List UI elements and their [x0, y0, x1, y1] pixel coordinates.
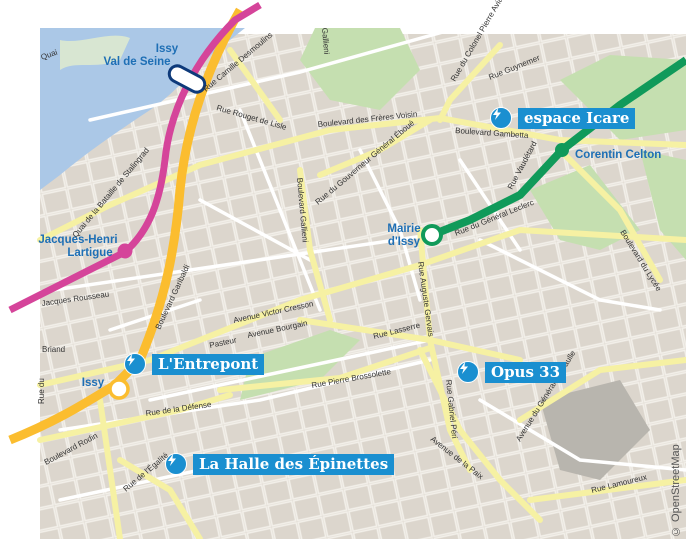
- venue-opus-33[interactable]: Opus 33: [457, 361, 567, 383]
- street-label: Rue du: [37, 378, 46, 404]
- metro-line-green: [430, 56, 686, 239]
- station-label-2: Issy: [82, 377, 105, 389]
- major-roads: [37, 42, 686, 539]
- station-marker-issy[interactable]: [108, 378, 130, 400]
- cemetery: [540, 380, 650, 480]
- park-east: [530, 165, 640, 250]
- venue-label: La Halle des Épinettes: [193, 453, 395, 475]
- station-marker-corentin-celton[interactable]: [555, 143, 569, 157]
- street-label: Gallieni: [320, 27, 331, 55]
- lightning-bolt-icon: [457, 361, 479, 383]
- street-label: Briand: [42, 345, 65, 354]
- venue-la-halle-des-epinettes[interactable]: La Halle des Épinettes: [165, 453, 395, 475]
- lightning-bolt-icon: [165, 453, 187, 475]
- tram-line-yellow: [8, 7, 244, 445]
- station-marker-issy-val-de-seine[interactable]: [166, 63, 207, 95]
- venue-label: espace Icare: [518, 107, 636, 129]
- venue-espace-icare[interactable]: espace Icare: [490, 107, 636, 129]
- copyright-notice: © OpenStreetMap: [670, 444, 682, 537]
- station-marker-mairie-issy[interactable]: [421, 224, 443, 246]
- tram-line-magenta: [8, 1, 262, 314]
- lightning-bolt-icon: [490, 107, 512, 129]
- venue-label: L'Entrepont: [152, 353, 265, 375]
- station-marker-jacques-henri-lartigue[interactable]: [117, 243, 133, 259]
- lightning-bolt-icon: [124, 353, 146, 375]
- station-label-4: Corentin Celton: [575, 149, 661, 161]
- venue-l-entrepont[interactable]: L'Entrepont: [124, 353, 265, 375]
- venue-label: Opus 33: [485, 361, 567, 383]
